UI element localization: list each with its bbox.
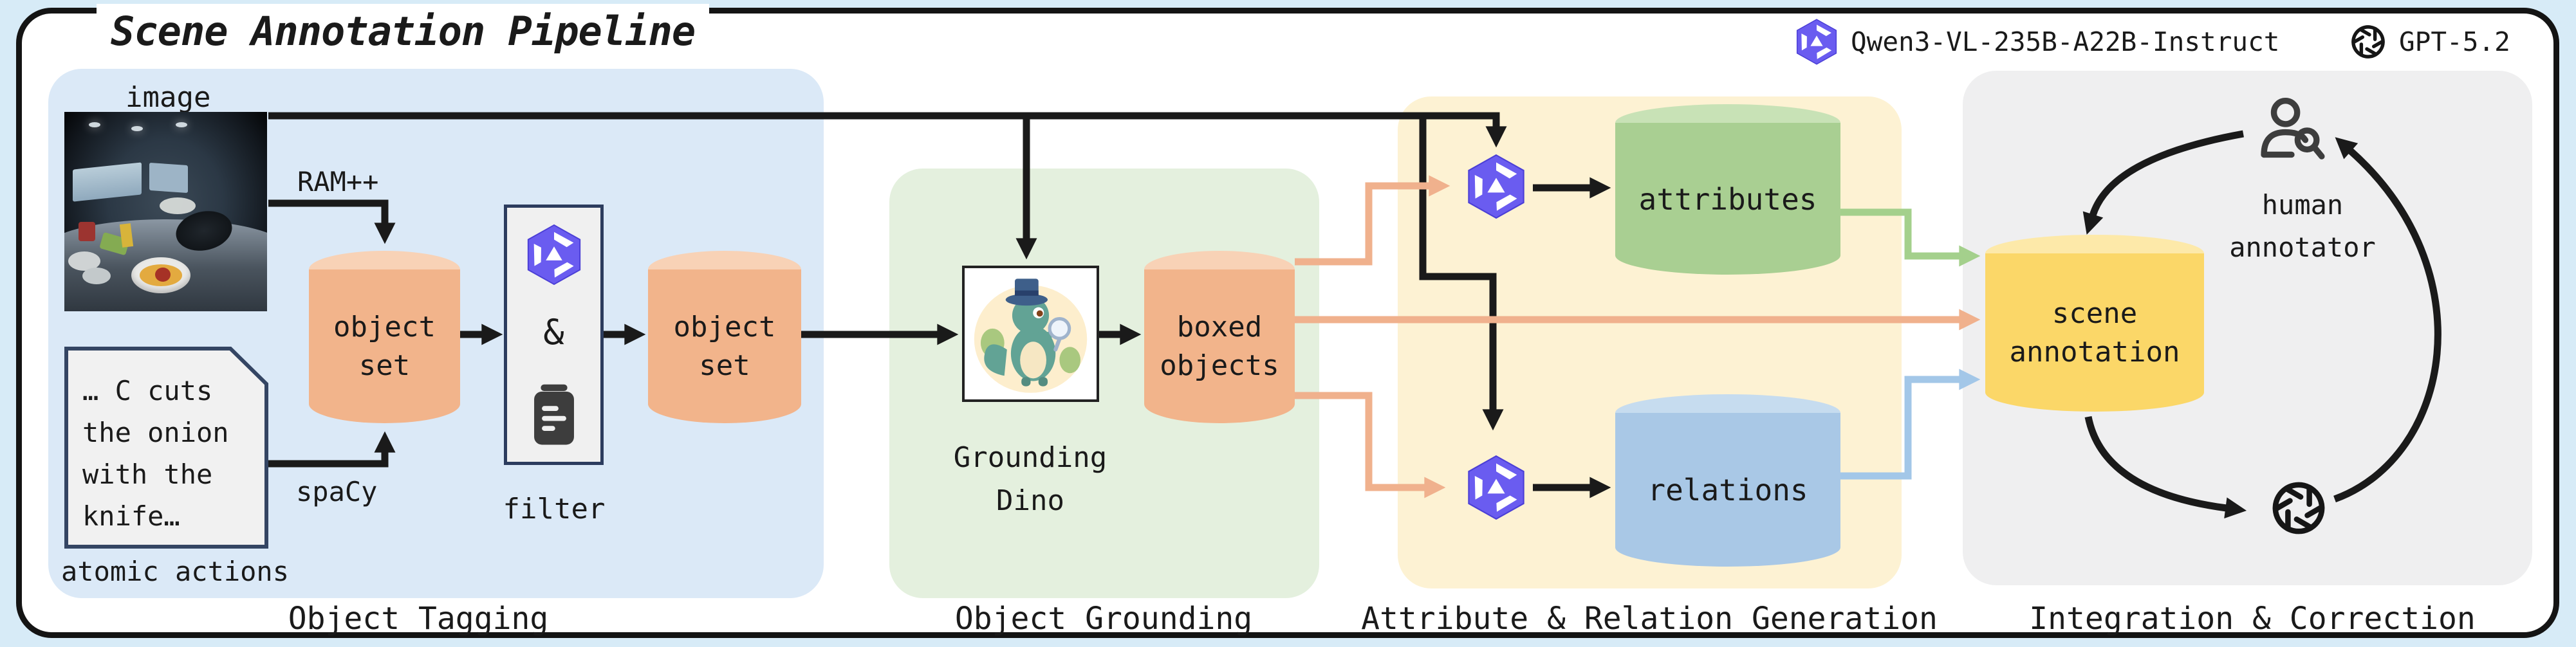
atomic-actions-label: atomic actions [61, 556, 290, 587]
human-annotator-icon [2251, 95, 2337, 181]
wire-scene-annotation-to-gpt [2084, 415, 2247, 519]
legend-qwen-label: Qwen3-VL-235B-A22B-Instruct [1851, 26, 2280, 57]
scene-annotation-cylinder: scene annotation [1985, 235, 2204, 412]
photo-plate [131, 257, 190, 294]
atomic-actions-note [64, 347, 268, 549]
wire-gpt-to-human [2333, 137, 2442, 503]
dino-label-line1: Grounding [953, 441, 1107, 474]
grounding-dino-label: Grounding Dino [954, 436, 1107, 522]
note-line-3: with the [82, 459, 213, 490]
object-set-cylinder-2: object set [648, 251, 801, 423]
relations-cylinder: relations [1615, 394, 1840, 567]
wire-ram-to-object-set [268, 199, 396, 244]
spacy-label: spaCy [296, 476, 378, 507]
grounding-dino-icon [965, 268, 1097, 399]
wire-image-to-attribute-llm [268, 112, 1507, 148]
boxed-objects-cylinder: boxed objects [1144, 251, 1295, 423]
attributes-cylinder: attributes [1615, 104, 1840, 275]
wire-spacy-to-object-set [268, 431, 396, 468]
wire-attributes-to-scene-annotation [1839, 208, 1981, 267]
page-title: Scene Annotation Pipeline [97, 4, 710, 56]
relations-label: relations [1647, 473, 1808, 507]
kitchen-photo [64, 112, 267, 311]
boxed-objects-line2: objects [1160, 349, 1279, 382]
gpt-icon-corrector [2266, 476, 2331, 540]
object-set-line1: object [333, 311, 436, 343]
object-set-line2: set [358, 349, 411, 382]
section-label-attribute-relation: Attribute & Relation Generation [1361, 601, 1938, 637]
object-set-cylinder-1: object set [309, 251, 460, 423]
object-set-line1: object [673, 311, 776, 343]
filter-label: filter [503, 493, 606, 525]
section-label-object-grounding: Object Grounding [954, 601, 1253, 637]
note-line-2: the onion [82, 417, 229, 448]
qwen-icon [1793, 18, 1840, 66]
clipboard-icon [526, 380, 582, 450]
scene-annotation-line1: scene [2052, 296, 2138, 330]
note-line-4: knife… [82, 500, 180, 532]
filter-box: & [504, 205, 604, 465]
wire-boxed-to-relation-llm [1295, 392, 1446, 498]
qwen-icon [523, 223, 586, 286]
wire-boxed-to-attribute-llm [1295, 175, 1450, 266]
grounding-dino-box [962, 266, 1099, 402]
ampersand: & [543, 312, 564, 352]
legend-gpt-label: GPT-5.2 [2399, 26, 2510, 57]
qwen-icon-attributes [1463, 153, 1530, 220]
human-annotator-label: human annotator [2229, 184, 2376, 269]
legend-gpt: GPT-5.2 [2348, 21, 2510, 62]
section-label-integration: Integration & Correction [2029, 601, 2476, 637]
legend-qwen: Qwen3-VL-235B-A22B-Instruct [1793, 18, 2279, 66]
section-label-object-tagging: Object Tagging [288, 601, 549, 637]
boxed-objects-line1: boxed [1176, 311, 1263, 343]
wire-human-to-scene-annotation [2082, 130, 2244, 235]
dino-label-line2: Dino [996, 484, 1064, 517]
human-label-line1: human [2261, 189, 2344, 221]
scene-annotation-line2: annotation [2009, 335, 2180, 369]
ram-label: RAM++ [297, 166, 379, 197]
human-label-line2: annotator [2229, 232, 2376, 263]
wire-relations-to-scene-annotation [1839, 369, 1981, 480]
qwen-icon-relations [1463, 454, 1530, 521]
wire-image-to-relation-llm [1419, 116, 1504, 431]
image-label: image [125, 81, 211, 114]
gpt-icon [2348, 21, 2389, 62]
attributes-label: attributes [1638, 181, 1817, 217]
object-set-line2: set [699, 349, 750, 382]
note-line-1: … C cuts [82, 375, 213, 406]
